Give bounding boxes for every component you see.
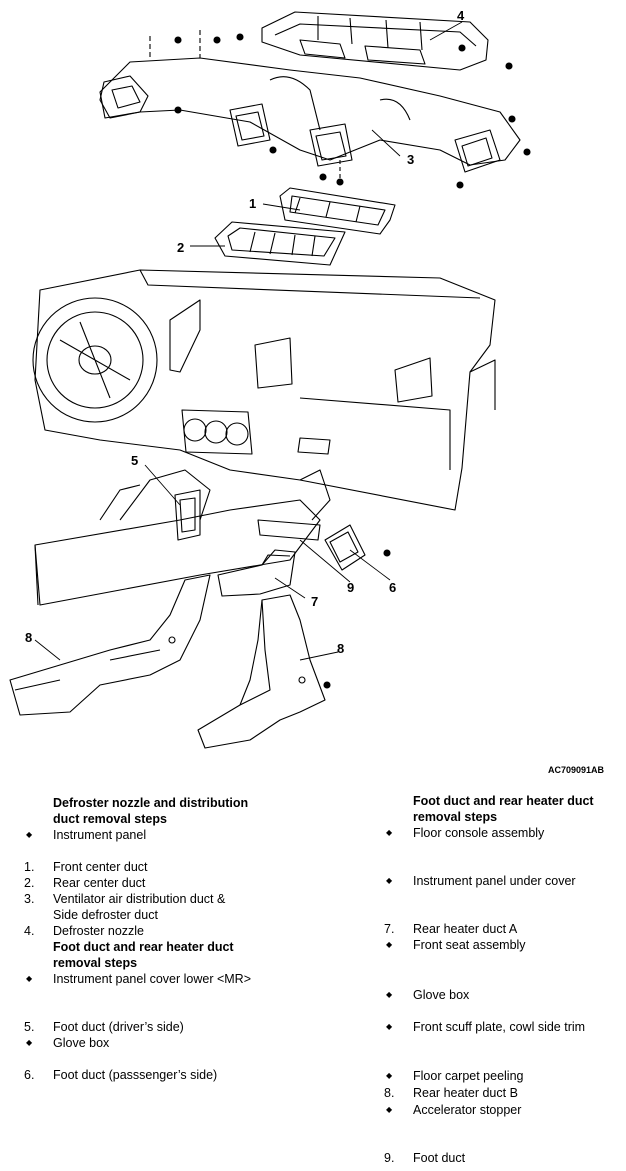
rear-heater-duct-b-left-drawing xyxy=(9,574,211,716)
step-number: 8. xyxy=(384,1086,395,1100)
callout-labels: 4 3 1 2 5 6 7 9 8 8 xyxy=(25,8,465,656)
step-number: 7. xyxy=(384,922,395,936)
rear-heater-duct-a-drawing xyxy=(217,549,296,597)
step-text: Instrument panel cover lower <MR> xyxy=(53,972,252,986)
bullet-icon: ◆ xyxy=(386,828,393,837)
rear-heater-duct-b-right-drawing xyxy=(197,594,331,749)
foot-duct-drivers-drawing xyxy=(174,489,201,541)
bullet-icon: ◆ xyxy=(386,1105,393,1114)
step-number: 6. xyxy=(24,1068,35,1082)
distribution-duct-drawing xyxy=(99,30,521,180)
heading-text: duct removal steps xyxy=(53,812,167,826)
step-text: Ventilator air distribution duct & xyxy=(53,892,226,906)
step-text: Instrument panel xyxy=(53,828,147,842)
step-text: Accelerator stopper xyxy=(413,1103,522,1117)
step-text: Rear heater duct B xyxy=(413,1086,518,1100)
callout-1: 1 xyxy=(249,196,256,211)
step-text: Glove box xyxy=(53,1036,110,1050)
heading-text: removal steps xyxy=(413,810,498,824)
callout-6: 6 xyxy=(389,580,396,595)
step-text: Foot duct (passsenger’s side) xyxy=(53,1068,218,1082)
step-text: Front seat assembly xyxy=(413,938,526,952)
callout-2: 2 xyxy=(177,240,184,255)
screw-icons xyxy=(174,33,531,189)
step-number: 2. xyxy=(24,876,35,890)
defroster-nozzle-drawing xyxy=(261,11,489,71)
bullet-icon: ◆ xyxy=(386,990,393,999)
heading-text: Foot duct and rear heater duct xyxy=(413,794,594,808)
callout-9: 9 xyxy=(347,580,354,595)
step-text: Foot duct (driver’s side) xyxy=(53,1020,184,1034)
bullet-icon: ◆ xyxy=(386,1022,393,1031)
callout-7: 7 xyxy=(311,594,318,609)
duct-exploded-diagram: 4 3 1 2 5 6 7 9 8 8 xyxy=(9,8,531,749)
step-text: Front center duct xyxy=(53,860,148,874)
heading-text: Foot duct and rear heater duct xyxy=(53,940,234,954)
front-center-duct-drawing xyxy=(279,187,396,235)
bullet-icon: ◆ xyxy=(386,876,393,885)
step-text: Glove box xyxy=(413,988,470,1002)
callout-8-left: 8 xyxy=(25,630,32,645)
heading-text: removal steps xyxy=(53,956,138,970)
rear-center-duct-drawing xyxy=(214,221,346,266)
step-text: Foot duct xyxy=(413,1151,466,1165)
bullet-icon: ◆ xyxy=(386,940,393,949)
step-number: 1. xyxy=(24,860,35,874)
figure-code: AC709091AB xyxy=(548,765,605,775)
bullet-icon: ◆ xyxy=(26,830,33,839)
callout-4: 4 xyxy=(457,8,465,23)
floor-console-drawing xyxy=(34,469,321,606)
step-number: 4. xyxy=(24,924,35,938)
step-text: Rear heater duct A xyxy=(413,922,518,936)
step-text: Side defroster duct xyxy=(53,908,158,922)
step-text: Rear center duct xyxy=(53,876,146,890)
step-text: Instrument panel under cover xyxy=(413,874,576,888)
step-text: Front scuff plate, cowl side trim xyxy=(413,1020,586,1034)
callout-3: 3 xyxy=(407,152,414,167)
heading-text: Defroster nozzle and distribution xyxy=(53,796,249,810)
bullet-icon: ◆ xyxy=(386,1071,393,1080)
callout-8-right: 8 xyxy=(337,641,344,656)
instrument-panel-drawing xyxy=(32,269,496,511)
foot-duct-drawing xyxy=(257,469,331,541)
leader-lines xyxy=(34,21,463,661)
step-number: 5. xyxy=(24,1020,35,1034)
callout-5: 5 xyxy=(131,453,138,468)
step-text: Floor carpet peeling xyxy=(413,1069,524,1083)
step-number: 9. xyxy=(384,1151,395,1165)
step-text: Floor console assembly xyxy=(413,826,545,840)
bullet-icon: ◆ xyxy=(26,1038,33,1047)
step-number: 3. xyxy=(24,892,35,906)
foot-duct-passengers-drawing xyxy=(324,524,391,571)
step-text: Defroster nozzle xyxy=(53,924,145,938)
bullet-icon: ◆ xyxy=(26,974,33,983)
